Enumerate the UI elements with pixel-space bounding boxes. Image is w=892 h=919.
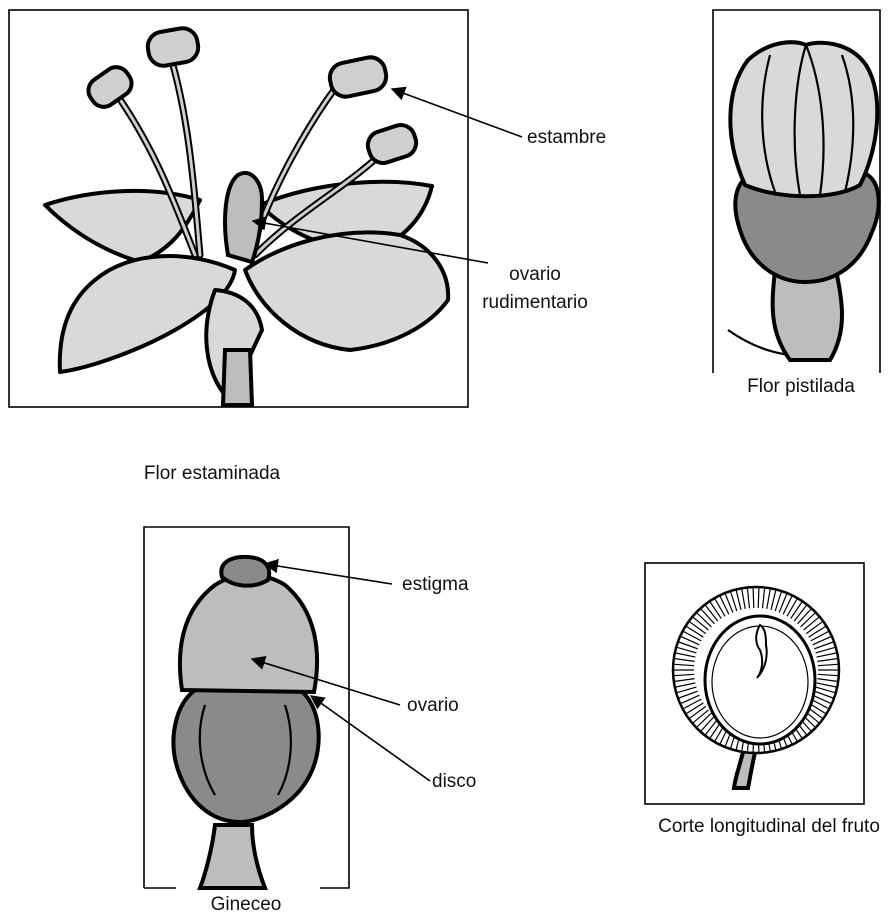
estigma-leader-arrow bbox=[265, 564, 392, 584]
pistillate-flower-panel: Flor pistilada bbox=[713, 10, 880, 397]
estambre-label: estambre bbox=[527, 127, 606, 148]
staminate-flower-illustration bbox=[45, 26, 448, 405]
staminate-flower-panel: estambre ovario rudimentario Flor estami… bbox=[9, 10, 606, 484]
gynoecium-caption: Gineceo bbox=[211, 894, 282, 915]
pericarp-ray bbox=[758, 588, 759, 608]
pistillate-flower-caption: Flor pistilada bbox=[747, 376, 855, 397]
staminate-flower-caption: Flor estaminada bbox=[144, 463, 281, 484]
pistillate-flower-illustration bbox=[728, 42, 879, 360]
fruit-section-illustration bbox=[673, 587, 839, 788]
estigma-label: estigma bbox=[402, 574, 469, 595]
gynoecium-panel: estigma ovario disco Gineceo bbox=[144, 527, 476, 915]
ovario-label: ovario bbox=[407, 695, 459, 716]
gynoecium-illustration bbox=[173, 557, 318, 888]
ovario-label: ovario bbox=[509, 264, 561, 285]
rudimentario-label: rudimentario bbox=[482, 292, 588, 313]
fruit-section-caption: Corte longitudinal del fruto bbox=[658, 816, 880, 837]
disco-label: disco bbox=[432, 771, 476, 792]
fruit-section-panel: Corte longitudinal del fruto bbox=[645, 563, 880, 837]
pericarp-ray bbox=[753, 588, 754, 608]
